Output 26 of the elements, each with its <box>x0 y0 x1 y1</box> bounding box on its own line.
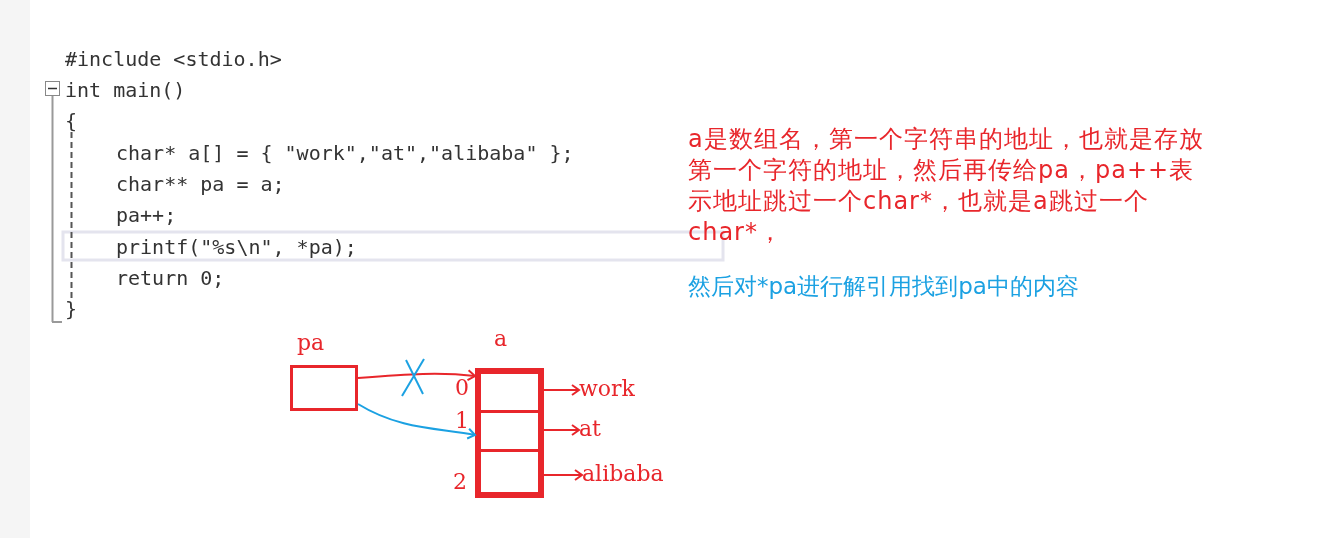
variable-label: a <box>494 326 508 352</box>
code-line: { <box>65 108 78 134</box>
code-line: int main() <box>65 77 186 103</box>
code-line: #include <stdio.h> <box>65 46 282 72</box>
index-label: 0 <box>455 375 469 401</box>
arrow <box>357 369 476 382</box>
array-box <box>475 368 544 498</box>
arrow <box>357 403 476 440</box>
array-cell <box>478 449 541 495</box>
code-line: char* a[] = { "work","at","alibaba" }; <box>116 140 574 166</box>
string-label: work <box>579 376 639 404</box>
pointer-box <box>290 365 358 411</box>
array-cell <box>478 371 541 413</box>
variable-label: pa <box>297 330 325 356</box>
code-line: } <box>65 296 78 322</box>
code-line: char** pa = a; <box>116 171 285 197</box>
string-label: at <box>579 416 619 444</box>
code-line: return 0; <box>116 265 225 291</box>
array-cell <box>478 410 541 452</box>
code-line: printf("%s\n", *pa); <box>116 234 357 260</box>
index-label: 2 <box>453 469 467 495</box>
annotation-text: a是数组名，第一个字符串的地址，也就是存放第一个字符的地址，然后再传给pa，pa++表示地址跳过一个char*，也就是a跳过一个char*， <box>688 124 1205 248</box>
index-label: 1 <box>455 408 469 434</box>
annotation-text: 然后对*pa进行解引用找到pa中的内容 <box>688 272 1080 301</box>
code-line: pa++; <box>116 202 177 228</box>
string-label: alibaba <box>582 461 682 489</box>
